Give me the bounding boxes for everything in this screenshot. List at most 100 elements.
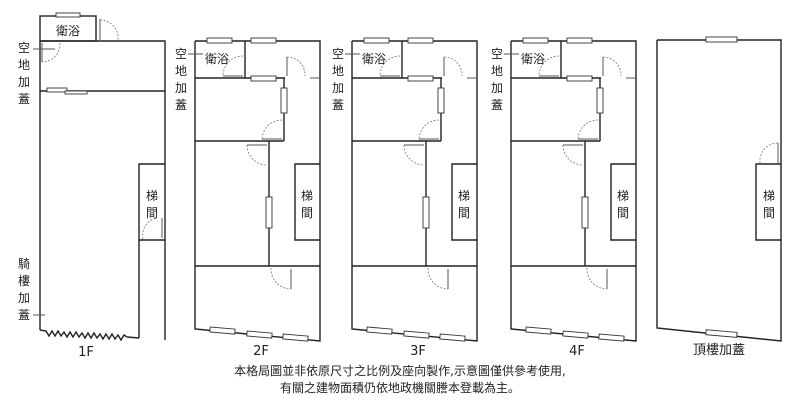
window: [55, 12, 81, 18]
window: [566, 75, 593, 82]
sliding-door: [64, 90, 88, 95]
side-label: 加: [18, 75, 30, 89]
side-label: 地: [332, 64, 344, 78]
window: [598, 333, 625, 342]
plan-roof: 梯 間 頂樓加蓋: [656, 36, 782, 358]
window: [407, 75, 434, 82]
door-swing: [403, 144, 425, 166]
door-swing: [286, 56, 306, 77]
side-label: 樓: [18, 273, 30, 288]
window: [566, 37, 593, 44]
floor-label: 2F: [253, 344, 269, 359]
exterior-wall: [351, 40, 478, 342]
side-label: 空: [18, 41, 30, 55]
door-swing: [222, 55, 244, 77]
room-label-stair: 梯: [763, 189, 775, 203]
sliding-door: [596, 87, 604, 114]
side-label: 空: [175, 47, 187, 61]
window: [705, 329, 738, 338]
side-label: 空: [332, 47, 344, 61]
window: [366, 326, 393, 335]
room-label-bathroom: 衛浴: [205, 52, 229, 66]
window: [250, 37, 277, 44]
room-label-bathroom: 衛浴: [521, 52, 545, 66]
plan-1f: 衛浴 梯 間 空 地 加 蓋 騎 樓 加 蓋 1F: [18, 12, 166, 360]
room-label-stair: 梯: [617, 189, 629, 203]
door-swing: [246, 144, 268, 166]
door-swing: [443, 56, 463, 77]
stair-outline: [610, 163, 636, 241]
window: [407, 37, 434, 44]
side-label: 加: [175, 81, 187, 95]
side-label: 蓋: [18, 308, 30, 322]
door-swing: [538, 55, 560, 77]
sliding-door: [46, 87, 68, 93]
stair-outline: [451, 163, 477, 241]
room-label-stair: 間: [617, 206, 629, 220]
window: [250, 75, 277, 82]
sliding-door: [265, 196, 273, 229]
floor-label: 1F: [78, 345, 94, 360]
side-label: 地: [18, 58, 30, 72]
window: [282, 333, 309, 342]
door-swing: [577, 119, 599, 140]
stair-outline: [755, 163, 781, 241]
room-label-stair: 梯: [458, 189, 470, 203]
room-label-stair: 梯: [146, 189, 158, 203]
room-label-bathroom: 衛浴: [362, 52, 386, 66]
door-swing: [562, 144, 584, 166]
arcade-opening: [39, 329, 140, 342]
sliding-door: [581, 196, 589, 229]
side-label: 蓋: [18, 92, 30, 106]
side-label: 加: [18, 291, 30, 305]
side-label: 空: [491, 47, 503, 61]
room-label-stair: 間: [458, 206, 470, 220]
door-swing: [270, 267, 292, 290]
window: [562, 330, 589, 339]
side-label: 騎: [18, 257, 30, 271]
door-swing: [427, 267, 449, 290]
side-label: 加: [332, 81, 344, 95]
sliding-door: [422, 196, 430, 229]
floor-label: 3F: [410, 344, 426, 359]
door-swing: [261, 119, 283, 140]
side-label: 蓋: [175, 98, 187, 112]
side-label: 地: [491, 64, 503, 78]
window: [439, 333, 466, 342]
room-label-bathroom: 衛浴: [56, 24, 80, 38]
window: [206, 37, 233, 44]
window: [403, 330, 430, 339]
sliding-door: [280, 87, 288, 114]
stair-outline: [294, 163, 320, 241]
window: [246, 330, 273, 339]
door-swing: [142, 217, 157, 240]
window: [363, 37, 390, 44]
side-label: 加: [491, 81, 503, 95]
door-swing: [41, 42, 61, 63]
floor-label: 4F: [569, 344, 585, 359]
window: [522, 37, 549, 44]
door-swing: [99, 19, 119, 41]
disclaimer-line-1: 本格局圖並非依原尺寸之比例及座向製作,示意圖僅供參考使用,: [234, 364, 566, 378]
side-label: 地: [175, 64, 187, 78]
window: [525, 326, 552, 335]
door-swing: [418, 119, 440, 140]
window: [705, 36, 738, 43]
stair-outline: [138, 163, 165, 241]
disclaimer-line-2: 有關之建物面積仍依地政機關謄本登載為主。: [279, 381, 520, 395]
exterior-wall: [656, 39, 782, 342]
sliding-door: [437, 87, 445, 114]
door-swing: [759, 142, 779, 164]
floor-label: 頂樓加蓋: [693, 343, 745, 358]
exterior-wall: [194, 40, 321, 342]
room-label-stair: 間: [146, 206, 158, 220]
room-label-stair: 間: [301, 206, 313, 220]
exterior-wall: [510, 40, 637, 342]
door-swing: [602, 56, 622, 77]
side-label: 蓋: [491, 98, 503, 112]
window: [209, 326, 236, 335]
